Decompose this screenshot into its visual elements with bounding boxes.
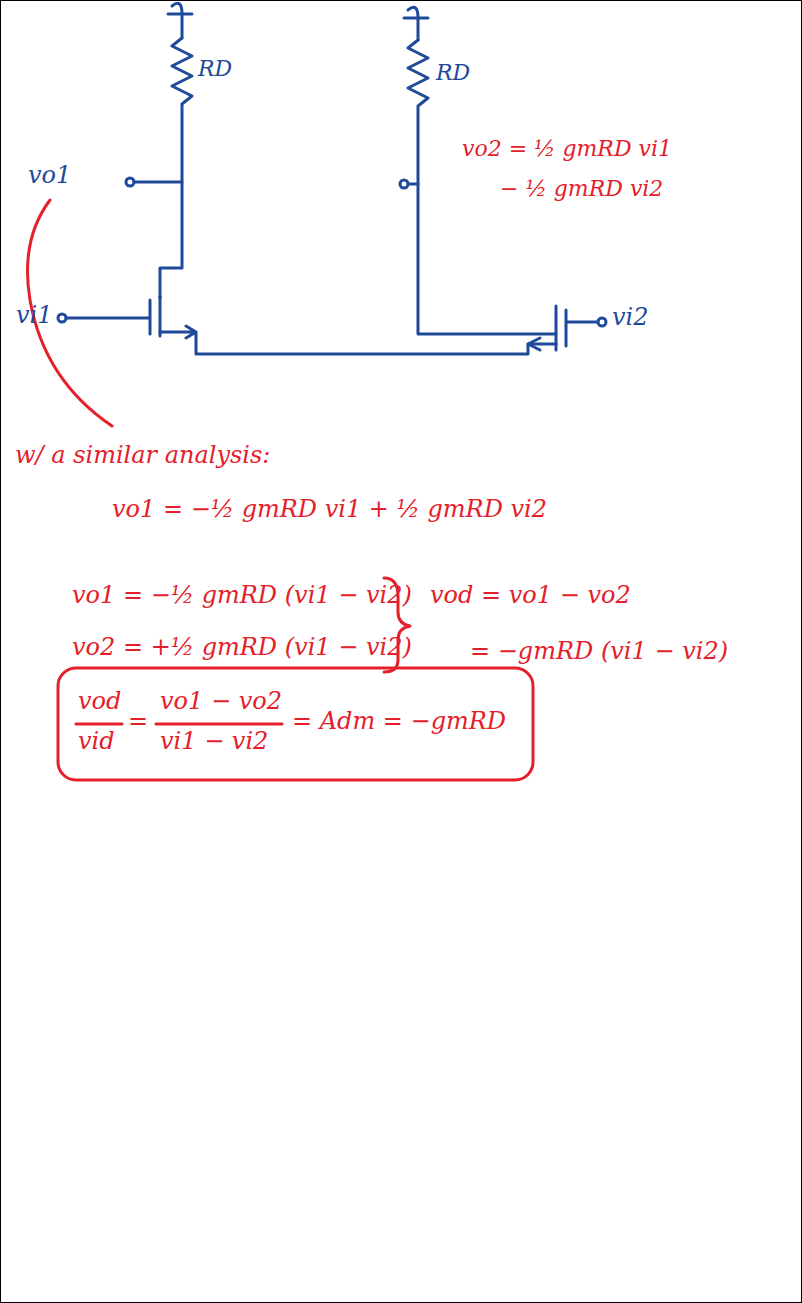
ground-symbol <box>168 3 192 38</box>
annotation-text: vi1 − vi2 <box>160 728 268 756</box>
transistor-symbol <box>66 296 160 336</box>
annotation-text: vo1 = −½ gmRD (vi1 − vi2) <box>72 582 412 610</box>
result-box <box>58 668 533 780</box>
annotation-text: vo1 = −½ gmRD vi1 + ½ gmRD vi2 <box>112 496 547 524</box>
annotation-text: vod <box>78 688 121 716</box>
terminal <box>598 318 606 326</box>
annotation-text: w/ a similar analysis: <box>15 442 270 470</box>
annotation-text: − ½ gmRD vi2 <box>500 176 663 201</box>
wire <box>134 181 182 184</box>
annotation-text: vo2 = ½ gmRD vi1 <box>462 136 672 161</box>
transistor-symbol <box>528 306 598 350</box>
terminal <box>58 314 66 322</box>
annotation-text: vo1 <box>28 162 71 190</box>
annotation-text: vi2 <box>612 304 649 332</box>
ground-symbol <box>404 7 428 40</box>
annotation-text: = Adm = −gmRD <box>292 708 506 736</box>
annotation-text: vod = vo1 − vo2 <box>430 582 631 610</box>
annotation-text: vo2 = +½ gmRD (vi1 − vi2) <box>72 634 412 662</box>
wire <box>160 326 556 354</box>
resistor-symbol <box>160 38 192 298</box>
annotation-text: = −gmRD (vi1 − vi2) <box>470 638 728 666</box>
terminal <box>400 180 408 188</box>
annotation-text: vo1 − vo2 <box>160 688 282 716</box>
terminal <box>126 178 134 186</box>
fraction-bar <box>76 723 282 726</box>
annotation-text: vid <box>78 728 115 756</box>
annotation-text: vi1 <box>16 302 53 330</box>
annotation-text: RD <box>436 60 470 85</box>
annotation-text: = <box>128 708 148 736</box>
annotation-text: RD <box>198 56 232 81</box>
